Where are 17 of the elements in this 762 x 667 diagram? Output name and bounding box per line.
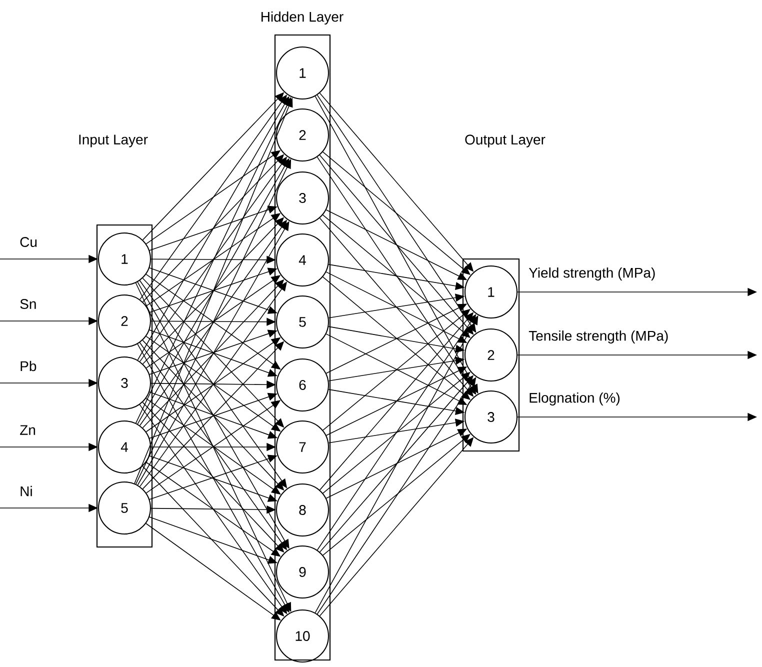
edge-label: Sn	[20, 299, 36, 309]
edge-label: Elognation (%)	[530, 392, 620, 406]
arrow	[316, 314, 476, 550]
layer-heading: Output Layer	[465, 134, 546, 148]
arrow	[316, 377, 476, 614]
layer-box	[96, 224, 153, 548]
edge-label: Ni	[20, 486, 32, 496]
layer-box	[462, 258, 520, 452]
layer-heading: Input Layer	[79, 134, 148, 148]
arrow	[146, 523, 281, 620]
node-label: Hidden Layer	[262, 11, 344, 25]
arrow	[137, 221, 290, 486]
edge-label: Tensile strength (MPa)	[528, 330, 668, 344]
edge-label: Pb	[20, 360, 36, 372]
edge-label: Yield strength (MPa)	[528, 267, 655, 281]
edge-label: Zn	[20, 425, 36, 435]
edge-label: Cu	[20, 237, 37, 247]
